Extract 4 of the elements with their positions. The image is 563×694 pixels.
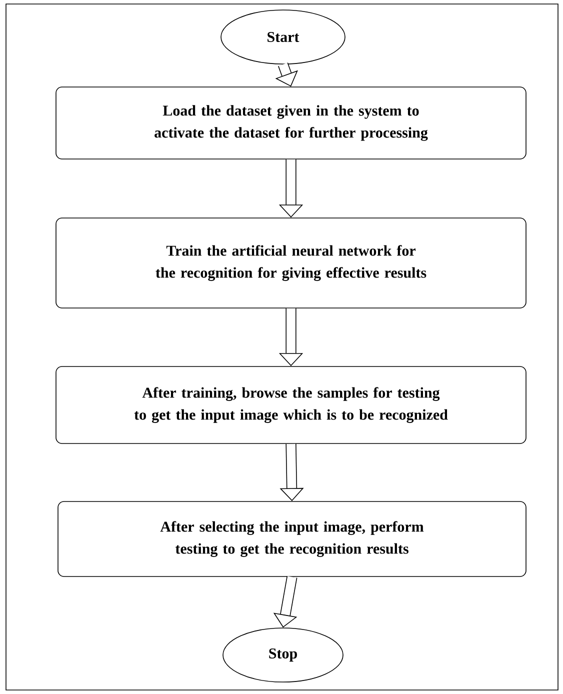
process-box: Load the dataset given in the system to activate the dataset for further processing <box>56 86 526 160</box>
process-box: Train the artificial neural network for the recognition for giving effective results <box>56 218 526 308</box>
process-box: After training, browse the samples for testing to get the input image which is to be recognized <box>56 366 526 444</box>
process-box: After selecting the input image, perform testing to get the recognition results <box>58 501 526 577</box>
